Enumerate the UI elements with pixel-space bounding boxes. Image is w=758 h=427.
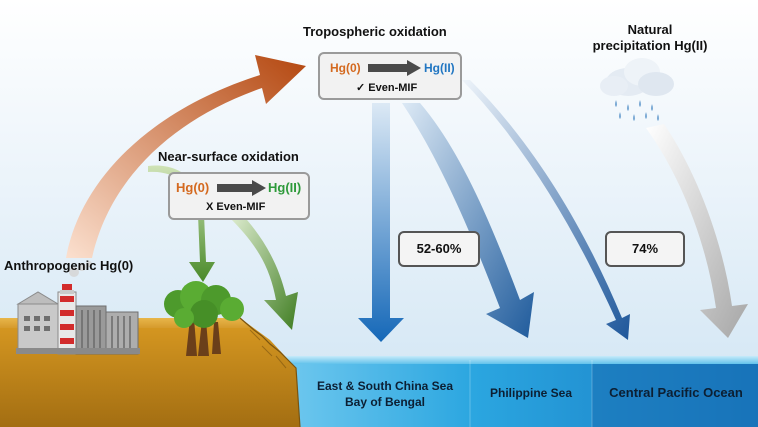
trees (164, 281, 244, 356)
near-hg0-label: Hg(0) (176, 180, 210, 195)
natural-label-line1: Natural (627, 22, 673, 37)
pacific-percentage-box: 74% (605, 231, 685, 267)
tropo-hg2-label: Hg(II) (424, 61, 455, 75)
natural-label-line2: precipitation Hg(II) (592, 38, 708, 53)
smoke (69, 261, 92, 277)
near-hg2-label: Hg(II) (268, 180, 302, 195)
sea-dividers (469, 360, 593, 427)
factory (16, 284, 140, 355)
anthropogenic-emission-arrow (66, 55, 306, 258)
near-surface-reaction-box: Hg(0) Hg(II) X Even-MIF (168, 172, 310, 220)
natural-precipitation-arrow (646, 124, 748, 338)
china-sea-line2: Bay of Bengal (344, 395, 425, 409)
tropo-hg0-label: Hg(0) (330, 61, 361, 75)
china-sea-percentage-box: 52-60% (398, 231, 480, 267)
tropospheric-deposition-arrows (358, 80, 630, 342)
anthropogenic-hg-label: Anthropogenic Hg(0) (4, 258, 134, 273)
sea (240, 356, 758, 427)
china-sea-line1: East & South China Sea (316, 379, 454, 393)
tropospheric-reaction-box: Hg(0) Hg(II) ✓ Even-MIF (318, 52, 462, 100)
central-pacific-region: Central Pacific Ocean (609, 385, 743, 400)
philippine-sea-region: Philippine Sea (489, 386, 573, 400)
near-reaction-arrow-icon (217, 180, 266, 196)
natural-precipitation-label: Natural precipitation Hg(II) (580, 22, 720, 54)
tropospheric-oxidation-label: Tropospheric oxidation (303, 24, 447, 39)
tropo-even-mif-note: ✓ Even-MIF (356, 82, 418, 94)
near-surface-oxidation-label: Near-surface oxidation (158, 149, 299, 164)
east-south-china-sea-region: East & South China Sea Bay of Bengal (300, 378, 470, 410)
rain-cloud-icon (600, 58, 674, 121)
near-even-mif-note: X Even-MIF (206, 201, 266, 213)
tropo-reaction-arrow-icon (368, 60, 421, 76)
